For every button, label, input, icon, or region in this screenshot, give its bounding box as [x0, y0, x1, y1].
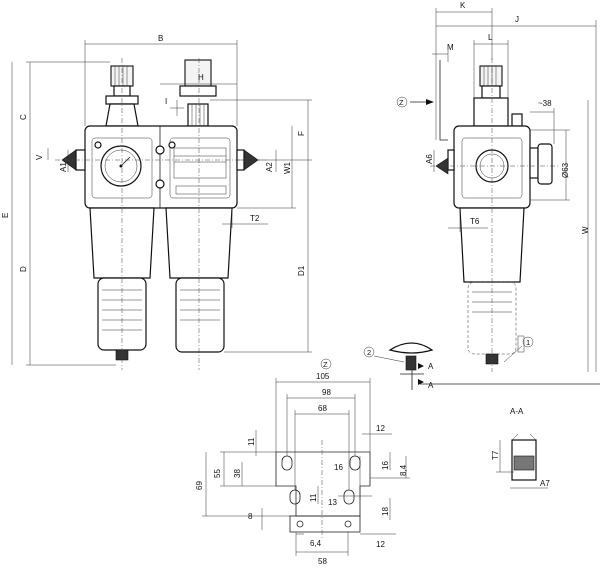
dim-38: 38	[233, 469, 242, 478]
dim-69: 69	[195, 481, 204, 490]
dim-M: M	[447, 43, 454, 52]
section-A-top: A	[428, 362, 434, 371]
dim-D: D	[19, 266, 28, 272]
side-knob	[479, 65, 503, 87]
dim-L: L	[488, 33, 493, 42]
dim-T7: T7	[491, 450, 500, 460]
side-view: K J M L Z A6 ~38 Ø63 T6 W	[396, 1, 600, 385]
dim-105: 105	[316, 372, 330, 381]
section-a-a: A-A T7 A7	[491, 407, 550, 489]
dim-11-top: 11	[247, 437, 256, 446]
dim-55: 55	[213, 469, 222, 478]
bracket-z-marker	[320, 358, 332, 370]
dim-T6: T6	[470, 217, 480, 226]
dim-16-left: 16	[334, 463, 343, 472]
bracket-z-label: Z	[323, 360, 328, 369]
callout-1-label: 1	[526, 338, 530, 347]
dim-A6: A6	[425, 154, 434, 164]
dim-C: C	[19, 114, 28, 120]
dim-I: I	[165, 97, 167, 106]
dim-12-top: 12	[376, 424, 385, 433]
dim-8: 8	[248, 512, 253, 521]
dim-38: ~38	[538, 99, 552, 108]
section-title: A-A	[510, 407, 524, 416]
section-A-bottom: A	[428, 381, 434, 390]
dim-A7: A7	[540, 479, 550, 488]
dim-A1: A1	[59, 162, 68, 172]
dim-F: F	[297, 131, 306, 136]
mounting-bracket-profile	[439, 60, 448, 141]
dim-V: V	[35, 154, 44, 160]
dim-68: 68	[318, 404, 327, 413]
front-view: B H I C D E V A1 A2 W1 F	[1, 34, 312, 370]
dim-T2: T2	[250, 214, 260, 223]
dim-d63: Ø63	[561, 162, 570, 178]
dim-18: 18	[381, 507, 390, 516]
dim-58: 58	[318, 557, 327, 566]
dim-W1: W1	[283, 161, 292, 174]
dim-13: 13	[328, 498, 337, 507]
dim-K: K	[460, 1, 466, 10]
callout-2	[363, 346, 375, 358]
dim-H: H	[198, 73, 204, 82]
dim-12-bottom: 12	[376, 540, 385, 549]
side-gauge	[537, 143, 553, 185]
dim-98: 98	[322, 388, 331, 397]
section-marker: 2 A A	[363, 342, 434, 390]
dim-J: J	[515, 15, 519, 24]
dim-16-right: 16	[381, 461, 390, 470]
label-Z: Z	[399, 98, 404, 107]
dim-11-mid: 11	[309, 493, 318, 502]
dim-B: B	[158, 34, 163, 43]
callout-2-label: 2	[367, 348, 371, 357]
dim-6-4: 6,4	[310, 539, 322, 548]
bracket-plate	[275, 451, 371, 517]
dim-E: E	[1, 213, 10, 218]
callout-1	[522, 336, 534, 348]
bracket-lower-tab	[289, 515, 361, 533]
lubricator-cap	[184, 59, 212, 87]
dim-8-4: 8,4	[399, 464, 408, 476]
dim-D1: D1	[297, 265, 306, 276]
view-z-marker	[396, 96, 408, 108]
dim-A2: A2	[265, 162, 274, 172]
dim-W: W	[581, 226, 590, 234]
bracket-view: Z 105 98 68 12 11 55 38	[195, 358, 410, 566]
